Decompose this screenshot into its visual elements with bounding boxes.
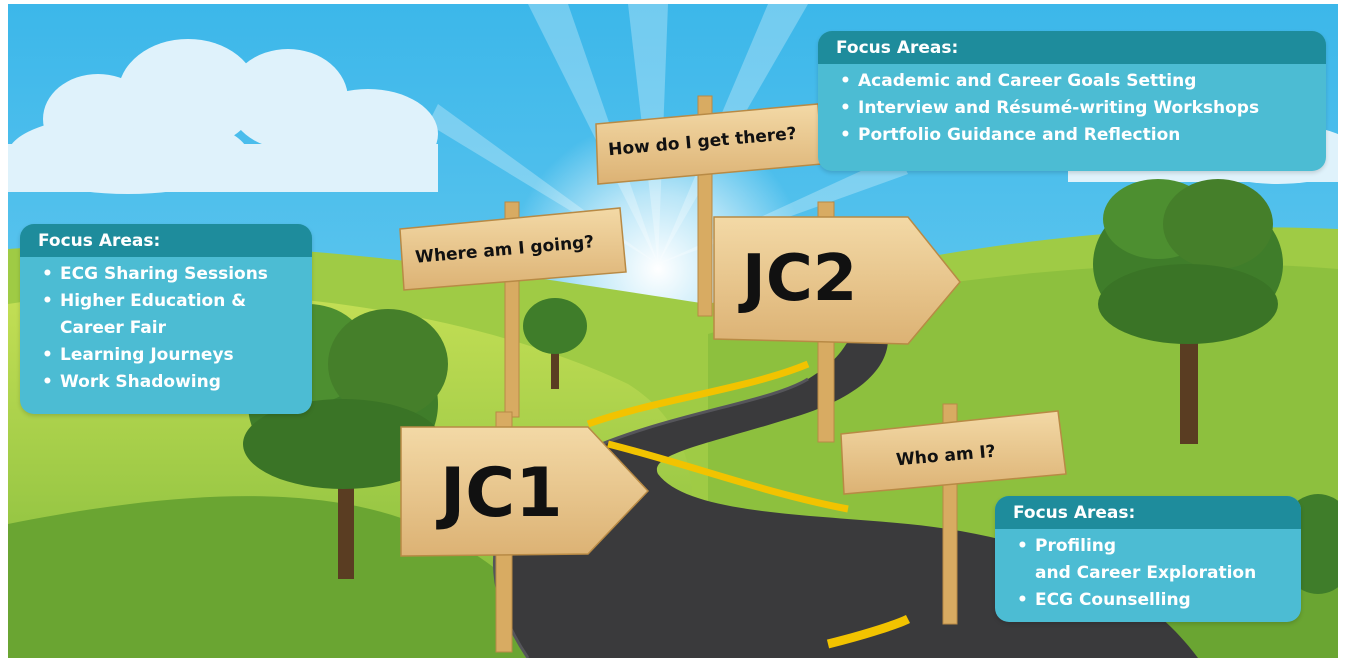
panel-title: Focus Areas: — [995, 496, 1301, 529]
focus-panel-jc1: Focus Areas: ECG Sharing Sessions Higher… — [20, 224, 312, 414]
focus-panel-jc2: Focus Areas: Academic and Career Goals S… — [818, 31, 1326, 171]
list-item: Work Shadowing — [42, 369, 294, 396]
list-item: Higher Education & — [42, 288, 294, 315]
list-item: ECG Sharing Sessions — [42, 261, 294, 288]
board-where — [399, 207, 627, 291]
panel-title: Focus Areas: — [20, 224, 312, 257]
list-item: Profiling — [1017, 533, 1283, 560]
sign-jc1: JC1 — [440, 454, 563, 533]
list-item: Interview and Résumé-writing Workshops — [840, 95, 1308, 122]
list-item: Academic and Career Goals Setting — [840, 68, 1308, 95]
tree-small — [523, 298, 587, 389]
illustration-scene: How do I get there? Where am I going? JC… — [8, 4, 1338, 658]
board-jc2 — [713, 216, 961, 345]
road-line — [607, 440, 849, 513]
list-item-continuation: and Career Exploration — [1035, 563, 1257, 583]
sign-jc2: JC2 — [742, 242, 858, 316]
list-item: Portfolio Guidance and Reflection — [840, 122, 1308, 149]
list-item: ECG Counselling — [1017, 587, 1283, 614]
tree-right — [1093, 179, 1283, 444]
road-line — [586, 360, 810, 428]
board-who — [840, 410, 1067, 495]
road-line — [826, 614, 911, 649]
focus-panel-who-am-i: Focus Areas: Profiling and Career Explor… — [995, 496, 1301, 622]
panel-title: Focus Areas: — [818, 31, 1326, 64]
board-jc1 — [400, 426, 650, 557]
cloud — [8, 39, 438, 194]
list-item: Learning Journeys — [42, 342, 294, 369]
list-item-continuation: Career Fair — [60, 318, 166, 338]
